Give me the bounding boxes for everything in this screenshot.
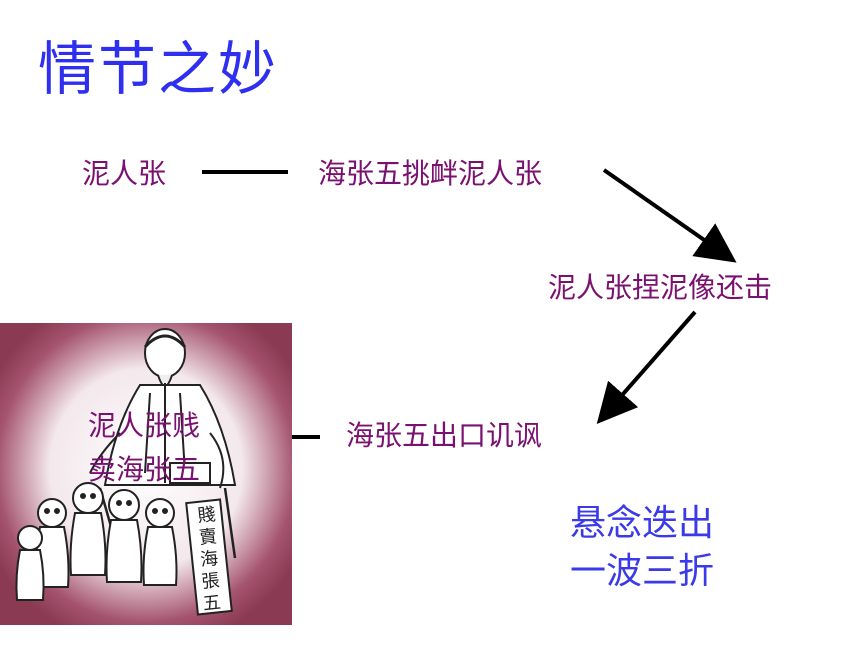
sign-char: 賣 — [198, 526, 218, 549]
node-counterattack: 泥人张捏泥像还击 — [548, 271, 773, 304]
sign-char: 賤 — [197, 504, 217, 527]
sign-char: 海 — [199, 548, 219, 571]
node-ni-ren-zhang: 泥人张 — [82, 157, 167, 190]
sign-char: 五 — [202, 592, 222, 615]
summary-line-2: 一波三折 — [570, 551, 715, 592]
sign-char: 張 — [201, 570, 221, 593]
clay-figure-sketch-icon: 賤 賣 海 張 五 — [0, 323, 292, 625]
summary-line-1: 悬念迭出 — [570, 503, 715, 544]
node-provocation: 海张五挑衅泥人张 — [318, 157, 543, 190]
illustration-panel: 賤 賣 海 張 五 — [0, 323, 292, 625]
node-mockery: 海张五出口讥讽 — [346, 419, 543, 452]
node-sale-line2: 卖海张五 — [88, 453, 201, 486]
arrow-to-n4 — [596, 310, 697, 425]
page-title: 情节之妙 — [38, 35, 279, 103]
arrow-to-n3 — [602, 168, 737, 263]
node-sale-line1: 泥人张贱 — [88, 409, 201, 442]
